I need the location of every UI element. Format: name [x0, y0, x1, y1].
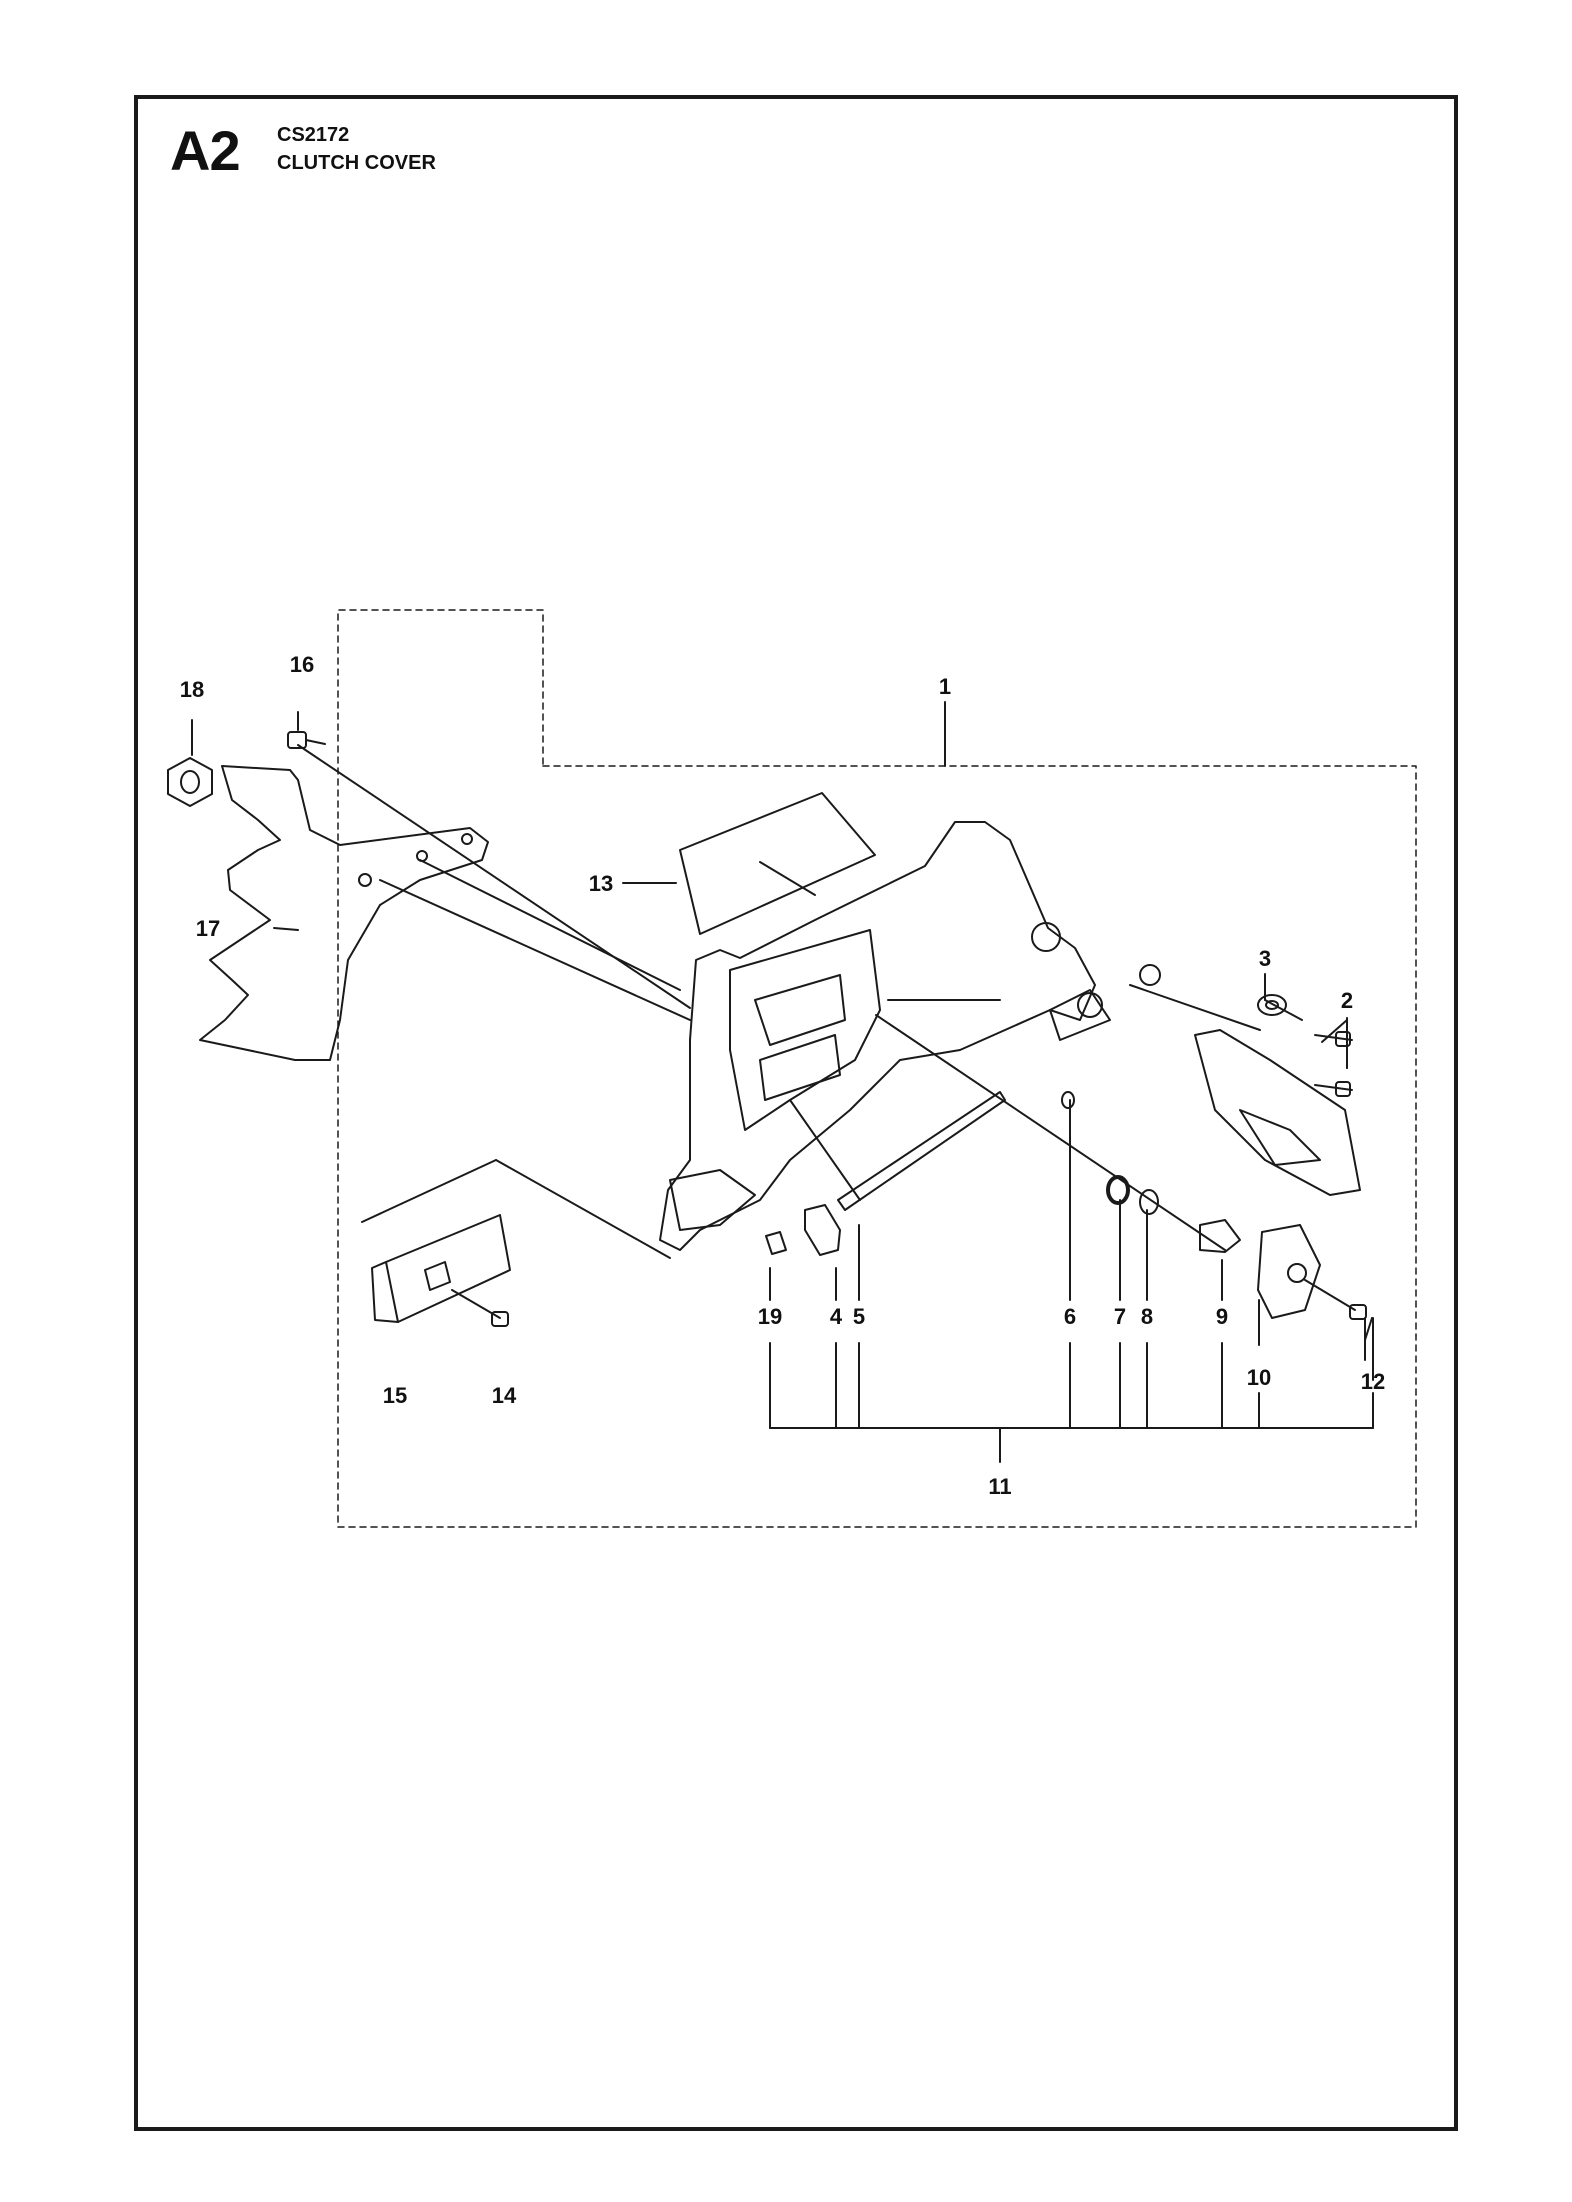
part-2-screw-lower — [1314, 1081, 1353, 1097]
part-2-screw-upper — [1314, 1031, 1353, 1047]
callout-4: 4 — [830, 1304, 843, 1329]
callout-14: 14 — [492, 1383, 517, 1408]
part-10-cover-plate — [1257, 1224, 1321, 1319]
part-17-bumper-spike — [199, 765, 489, 1061]
part-1-clutch-cover — [659, 821, 1096, 1251]
callout-17: 17 — [196, 916, 220, 941]
callout-1: 1 — [939, 674, 951, 699]
model-number: CS2172 — [277, 124, 350, 146]
callout-13: 13 — [589, 871, 613, 896]
part-13-decal — [679, 792, 876, 935]
callout-6: 6 — [1064, 1304, 1076, 1329]
callout-2: 2 — [1341, 988, 1353, 1013]
part-8-washer — [1139, 1189, 1159, 1215]
section-code: A2 — [170, 119, 241, 182]
part-5-chain-tensioner-screw — [837, 1091, 1006, 1211]
callout-3: 3 — [1259, 946, 1271, 971]
assembly-1-boundary — [337, 609, 1417, 1528]
callout-5: 5 — [853, 1304, 865, 1329]
callout-11: 11 — [988, 1474, 1011, 1499]
diagram-title: CLUTCH COVER — [277, 152, 436, 174]
part-15-plate — [385, 1214, 511, 1323]
part-16-screw — [287, 731, 326, 749]
part-12-screw — [1304, 1279, 1367, 1320]
callout-8: 8 — [1141, 1304, 1153, 1329]
part-18-nut — [167, 757, 213, 807]
callout-7: 7 — [1114, 1304, 1126, 1329]
callout-15: 15 — [383, 1383, 407, 1408]
callout-9: 9 — [1216, 1304, 1228, 1329]
part-19-cap — [765, 1231, 787, 1255]
part-7-o-ring — [1106, 1175, 1130, 1205]
callout-16: 16 — [290, 652, 314, 677]
part-9-spacer — [1199, 1219, 1241, 1253]
part-4-tensioner-nut — [804, 1204, 841, 1256]
part-6-washer — [1061, 1091, 1075, 1109]
callout-18: 18 — [180, 677, 204, 702]
callout-12: 12 — [1361, 1369, 1385, 1394]
part-14-screw — [451, 1289, 509, 1327]
callout-19: 19 — [758, 1304, 782, 1329]
page-frame — [134, 95, 1458, 2131]
callout-10: 10 — [1247, 1365, 1271, 1390]
